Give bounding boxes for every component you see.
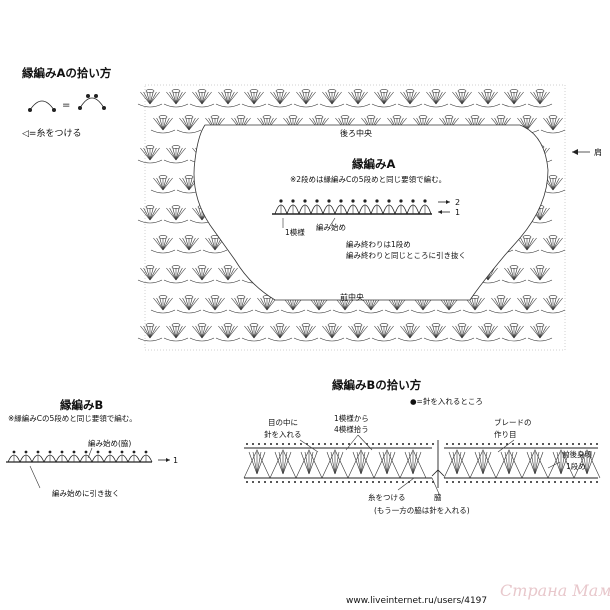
watermark-logo: Страна Мам [500,581,610,600]
pickup-b-legend: ●=針を入れるところ [410,396,483,406]
border-a-title: 縁編みA [352,157,395,171]
border-b-start-label: 編み始め(脇) [88,438,131,448]
pickup-b-stitch-chart [243,440,601,488]
svg-text:2: 2 [455,198,460,207]
border-a-start-label: 編み始め [316,222,346,232]
border-a-note: ※2段めは縁編みCの5段めと同じ要領で編む。 [290,174,446,184]
side-label: 脇 [434,493,442,502]
attach-yarn-label: 糸をつける [368,492,406,502]
pattern-label-2: 4模様拾う [334,424,369,434]
pattern-label-1: 1模様から [334,413,369,423]
svg-text:1: 1 [455,208,460,217]
border-b-note: ※縁編みCの5段めと同じ要領で編む。 [8,413,137,423]
braid-label-1: ブレードの [494,417,532,427]
border-a-row-markers: 2 1 [438,198,460,217]
svg-text:=: = [62,100,70,111]
border-a-one-pattern-label: 1模様 [285,227,305,237]
border-b-row-marker: 1 [158,456,178,465]
border-b-title: 縁編みB [60,398,103,412]
border-a-end-label-1: 編み終わりは1段め [346,239,411,249]
neckline-opening [193,124,549,301]
side-note-label: (もう一方の脇は針を入れる) [374,505,470,515]
mesh-label-1: 目の中に [268,417,298,427]
border-b-end-label: 編み始めに引き抜く [52,488,120,498]
mesh-label-2: 針を入れる [264,429,302,439]
braid-label-2: 作り目 [494,429,517,439]
body-label-2: 1段め [566,461,586,471]
shoulder-marker: 肩 [572,147,602,157]
svg-text:1: 1 [173,456,178,465]
pickup-a-title: 縁編みAの拾い方 [22,66,111,80]
border-a-stitch-sample [272,199,432,228]
pickup-a-legend: ◁=糸をつける [22,127,81,139]
border-b-stitch-sample [6,447,153,489]
border-a-end-label-2: 編み終わりと同じところに引き抜く [346,250,466,260]
svg-text:肩: 肩 [594,147,602,157]
back-center-label: 後ろ中央 [340,128,372,138]
pickup-a-symbols: = [28,94,106,112]
pickup-b-title: 縁編みBの拾い方 [332,378,421,392]
body-label-1: 前後身頃 [562,449,592,459]
pickup-b-leaders [299,434,561,497]
front-center-label: 前中央 [340,292,364,302]
footer-url: www.liveinternet.ru/users/4197 [346,596,487,606]
border-a-chart [137,84,566,351]
